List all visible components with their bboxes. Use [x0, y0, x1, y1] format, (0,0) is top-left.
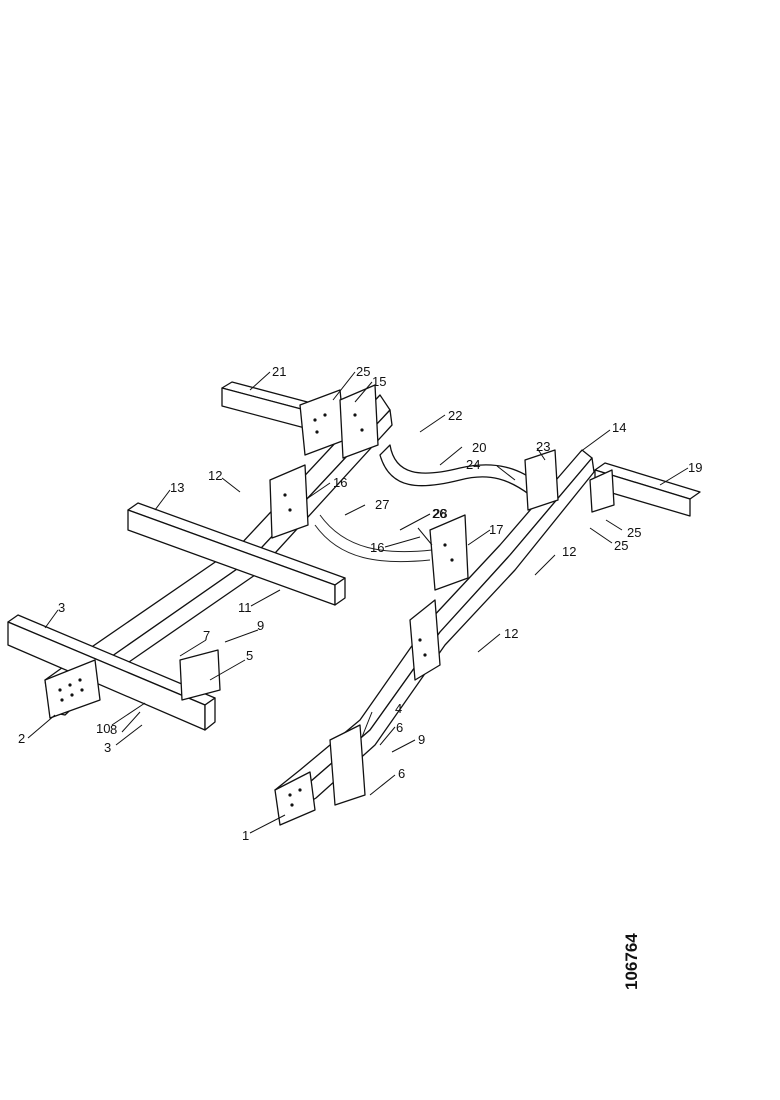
leader-lines [27, 371, 689, 834]
callout-16: 16 [333, 475, 347, 490]
callout-21: 21 [272, 364, 286, 379]
bolt-holes [58, 413, 454, 807]
callout-5: 5 [246, 648, 253, 663]
callout-24: 24 [466, 457, 480, 472]
callout-3b: 3 [104, 740, 111, 755]
callout-labels: 1 2 3 3 4 5 6 6 7 8 9 9 10 11 12 12 12 1… [18, 364, 702, 843]
callout-10: 10 [96, 721, 110, 736]
callout-7: 7 [203, 628, 210, 643]
callout-17: 17 [489, 522, 503, 537]
callout-1: 1 [242, 828, 249, 843]
callout-13: 13 [170, 480, 184, 495]
callout-6: 6 [396, 720, 403, 735]
cross-member-3 [7, 614, 216, 731]
callout-14: 14 [612, 420, 626, 435]
callout-27: 27 [375, 497, 389, 512]
callout-20: 20 [472, 440, 486, 455]
callout-12: 12 [208, 468, 222, 483]
brackets [44, 384, 615, 826]
callout-19: 19 [688, 460, 702, 475]
callout-11: 11 [238, 600, 252, 615]
callout-15: 15 [372, 374, 386, 389]
callout-16b: 16 [370, 540, 384, 555]
figure-number: 106764 [622, 933, 641, 990]
callout-2: 2 [18, 731, 25, 746]
callout-26: 26 [432, 506, 446, 521]
callout-9b: 9 [418, 732, 425, 747]
callout-25c: 25 [614, 538, 628, 553]
callout-12c: 12 [504, 626, 518, 641]
cross-member-19 [594, 462, 701, 517]
callout-3: 3 [58, 600, 65, 615]
callout-8: 8 [110, 722, 117, 737]
callout-4: 4 [395, 701, 402, 716]
callout-28: 28 [433, 506, 447, 521]
callout-12b: 12 [562, 544, 576, 559]
callout-25b: 25 [627, 525, 641, 540]
cross-member-13 [127, 502, 346, 606]
callout-9: 9 [257, 618, 264, 633]
callout-22: 22 [448, 408, 462, 423]
callout-6b: 6 [398, 766, 405, 781]
callout-25: 25 [356, 364, 370, 379]
callout-23: 23 [536, 439, 550, 454]
